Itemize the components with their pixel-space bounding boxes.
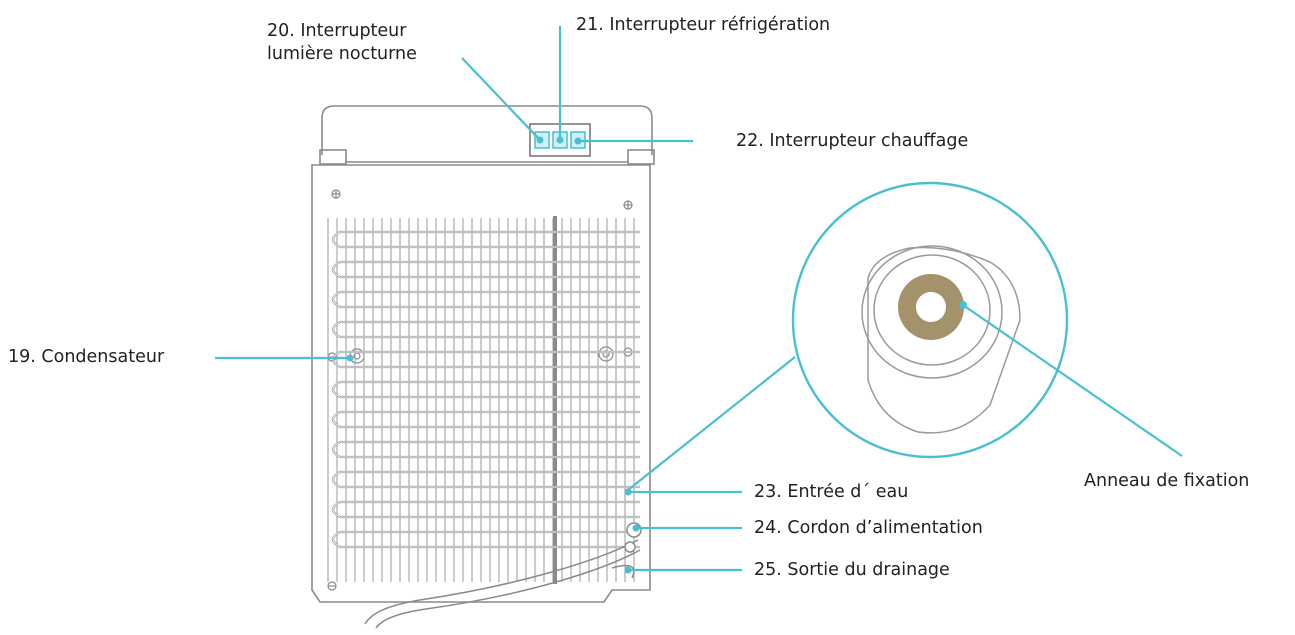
- label-cooling-switch: 21. Interrupteur réfrigération: [576, 15, 831, 35]
- top-housing: [319, 105, 655, 165]
- fixing-body: [867, 246, 1021, 434]
- leader-night-light: [461, 57, 541, 141]
- leader-fixing-ring: [962, 304, 1183, 457]
- label-drain-outlet: 25. Sortie du drainage: [754, 560, 950, 580]
- leader-zoom: [627, 356, 796, 491]
- label-night-light: 20. Interrupteur lumière nocturne: [267, 20, 417, 66]
- condenser-coil: [331, 230, 640, 549]
- label-night-light-line2: lumière nocturne: [267, 43, 417, 64]
- fixing-ring-hole: [916, 292, 946, 322]
- label-night-light-line1: 20. Interrupteur: [267, 21, 407, 41]
- zoom-detail: [791, 181, 1069, 459]
- label-power-cord: 24. Cordon d’alimentation: [754, 518, 983, 538]
- screws: [327, 189, 633, 591]
- label-condenser: 19. Condensateur: [8, 347, 165, 367]
- leader-lines: [215, 26, 1183, 574]
- power-cord-drawing: [364, 522, 642, 629]
- label-fixing-ring: Anneau de fixation: [1084, 471, 1250, 491]
- main-body: [311, 164, 651, 603]
- label-water-inlet: 23. Entrée d´ eau: [754, 482, 909, 502]
- label-heating-switch: 22. Interrupteur chauffage: [736, 131, 969, 151]
- condenser-grid: [327, 216, 635, 584]
